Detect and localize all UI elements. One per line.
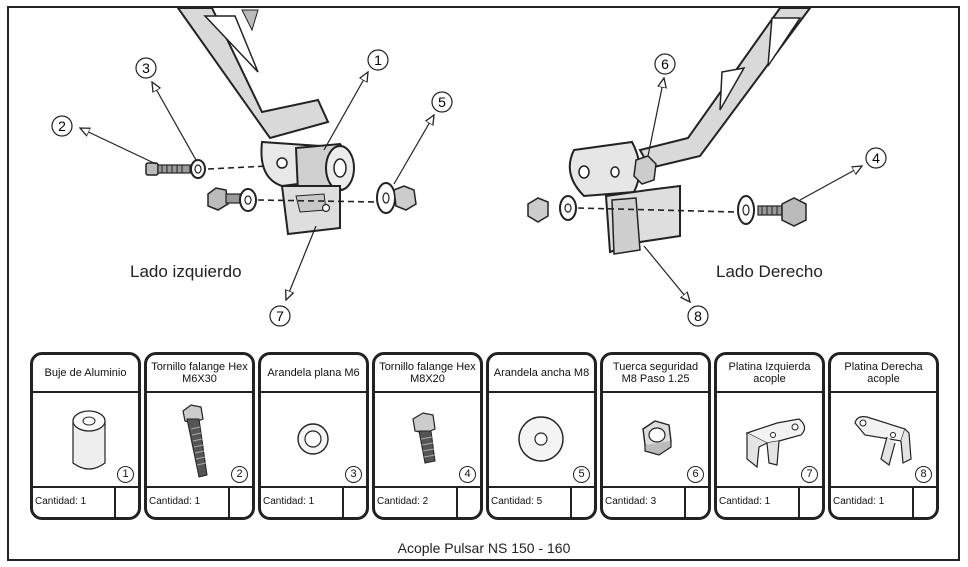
callout-3: 3: [135, 57, 157, 79]
short-bolt-icon: [412, 412, 436, 464]
part-number: 6: [687, 466, 704, 483]
quantity-row: Cantidad: 5: [489, 486, 594, 517]
quantity-value: 3: [650, 496, 657, 507]
check-box: [570, 488, 594, 517]
check-box: [228, 488, 252, 517]
right-assembly: [527, 7, 862, 302]
part-number: 2: [231, 466, 248, 483]
quantity-value: 1: [308, 496, 315, 507]
callout-4: 4: [865, 147, 887, 169]
check-box: [342, 488, 366, 517]
right-side-label: Lado Derecho: [716, 262, 823, 281]
part-card: Platina Izquierda acople 7 Cantidad: 1: [714, 352, 825, 520]
quantity-value: 5: [536, 496, 543, 507]
callout-5: 5: [431, 91, 453, 113]
part-name: Platina Izquierda acople: [717, 355, 822, 393]
quantity-row: Cantidad: 1: [147, 486, 252, 517]
part-name: Tornillo falange Hex M6X30: [147, 355, 252, 393]
part-card: Buje de Aluminio 1 Cantidad: 1: [30, 352, 141, 520]
check-box: [684, 488, 708, 517]
part-name: Arandela plana M6: [261, 355, 366, 393]
svg-text:4: 4: [872, 150, 880, 166]
callout-8: 8: [687, 305, 709, 327]
callout-7: 7: [269, 305, 291, 327]
part-number: 7: [801, 466, 818, 483]
svg-text:5: 5: [438, 94, 446, 110]
svg-text:1: 1: [374, 52, 382, 68]
part-number: 8: [915, 466, 932, 483]
svg-text:3: 3: [142, 60, 150, 76]
part-name: Arandela ancha M8: [489, 355, 594, 393]
quantity-row: Cantidad: 1: [717, 486, 822, 517]
part-name: Tornillo falange Hex M8X20: [375, 355, 480, 393]
part-card: Tornillo falange Hex M8X20 4 Cantidad: 2: [372, 352, 483, 520]
quantity-row: Cantidad: 2: [375, 486, 480, 517]
part-card: Tornillo falange Hex M6X30 2 Cantidad: 1: [144, 352, 255, 520]
quantity-value: 1: [764, 496, 771, 507]
right-bracket-icon: [854, 416, 912, 467]
quantity-value: 1: [80, 496, 87, 507]
check-box: [114, 488, 138, 517]
quantity-row: Cantidad: 1: [261, 486, 366, 517]
assembly-title: Acople Pulsar NS 150 - 160: [397, 540, 571, 556]
quantity-value: 1: [878, 496, 885, 507]
part-name: Tuerca seguridad M8 Paso 1.25: [603, 355, 708, 393]
check-box: [798, 488, 822, 517]
left-side-label: Lado izquierdo: [130, 262, 242, 281]
flat-washer-icon: [297, 423, 329, 455]
svg-text:7: 7: [276, 308, 284, 324]
part-number: 1: [117, 466, 134, 483]
quantity-row: Cantidad: 1: [831, 486, 936, 517]
quantity-value: 2: [422, 496, 429, 507]
svg-text:8: 8: [694, 308, 702, 324]
part-card: Platina Derecha acople 8 Cantidad: 1: [828, 352, 939, 520]
part-number: 3: [345, 466, 362, 483]
part-number: 5: [573, 466, 590, 483]
quantity-row: Cantidad: 3: [603, 486, 708, 517]
quantity-value: 1: [194, 496, 201, 507]
part-name: Buje de Aluminio: [33, 355, 138, 393]
parts-list: Buje de Aluminio 1 Cantidad: 1 Tornillo …: [30, 352, 942, 522]
check-box: [912, 488, 936, 517]
part-number: 4: [459, 466, 476, 483]
left-assembly: [80, 7, 434, 300]
check-box: [456, 488, 480, 517]
part-card: Arandela plana M6 3 Cantidad: 1: [258, 352, 369, 520]
callouts: 1 2 3 4 5 6 7 8: [51, 49, 887, 327]
exploded-assembly-diagram: 1 2 3 4 5 6 7 8: [51, 7, 887, 327]
callout-1: 1: [367, 49, 389, 71]
svg-text:6: 6: [661, 56, 669, 72]
part-card: Arandela ancha M8 5 Cantidad: 5: [486, 352, 597, 520]
callout-6: 6: [654, 53, 676, 75]
left-bracket-icon: [745, 418, 806, 469]
callout-2: 2: [51, 115, 73, 137]
bushing-icon: [72, 410, 106, 470]
wide-washer-icon: [518, 416, 564, 462]
long-bolt-icon: [182, 404, 208, 478]
part-name: Platina Derecha acople: [831, 355, 936, 393]
quantity-row: Cantidad: 1: [33, 486, 138, 517]
lock-nut-icon: [642, 420, 672, 456]
svg-text:2: 2: [58, 118, 66, 134]
part-card: Tuerca seguridad M8 Paso 1.25 6 Cantidad…: [600, 352, 711, 520]
